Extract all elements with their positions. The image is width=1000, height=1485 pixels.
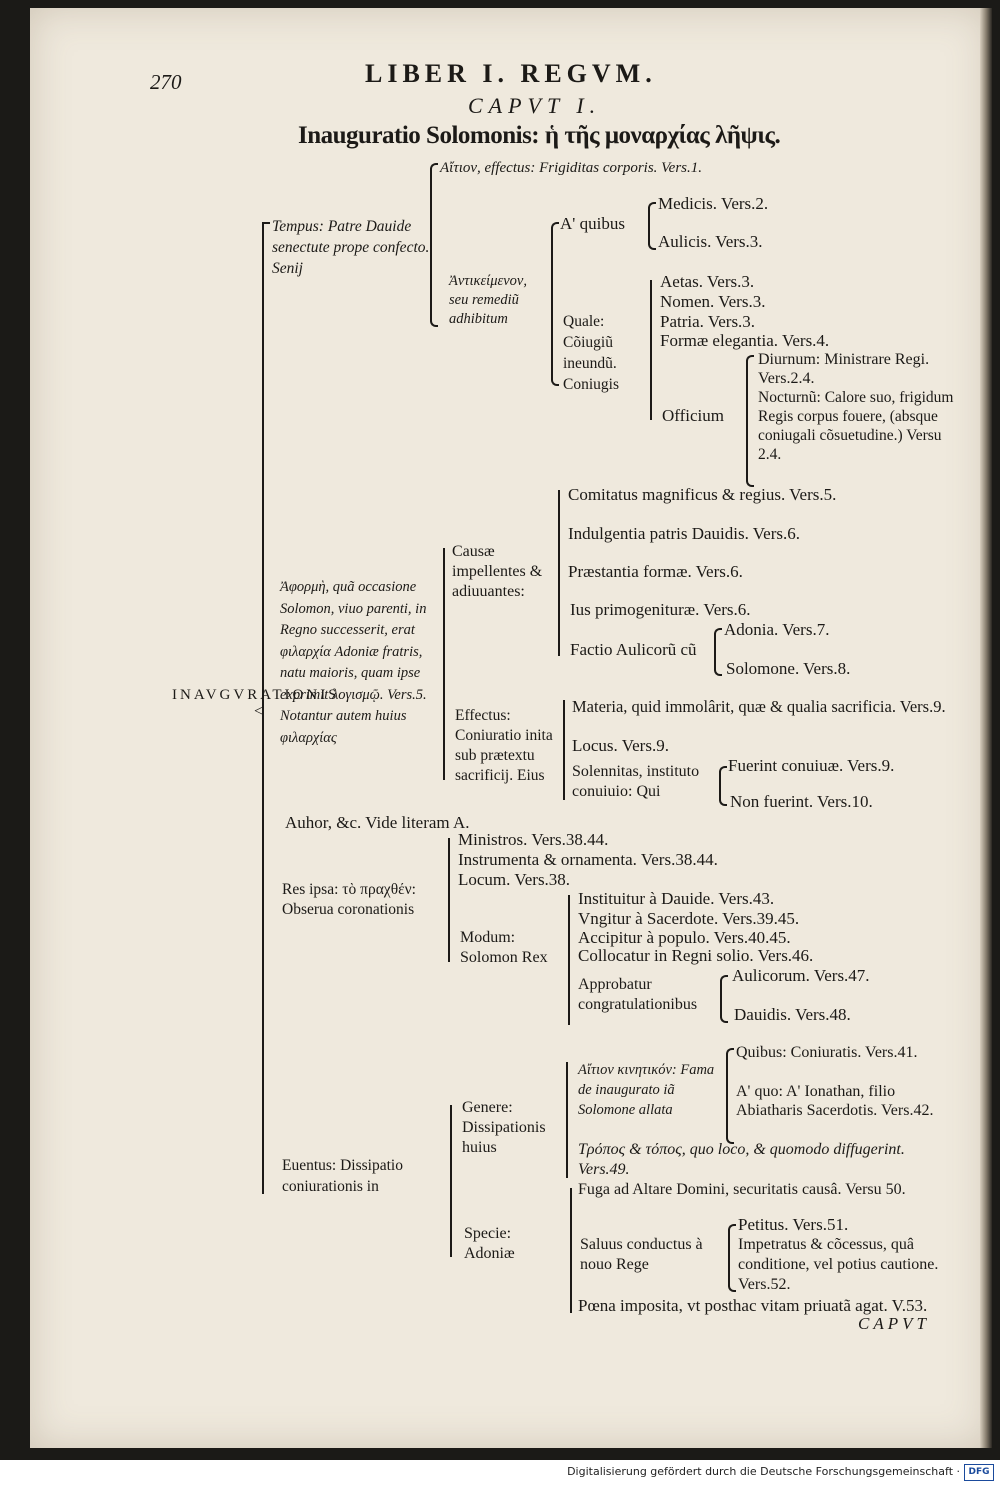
euentus-label: Euentus: Dissipatio coniurationis in: [282, 1157, 403, 1195]
collocatur-item: Collocatur in Regni solio. Vers.46.: [578, 946, 814, 965]
solomone-item: Solomone. Vers.8.: [726, 659, 851, 678]
tempus-connector: [262, 222, 270, 224]
patria-item: Patria. Vers.3.: [660, 312, 756, 331]
formae-item: Formæ elegantia. Vers.4.: [660, 331, 830, 350]
dfg-logo-icon: DFG: [964, 1464, 994, 1481]
res-ipsa-brace: [448, 838, 450, 962]
ius-item: Ius primogenituræ. Vers.6.: [570, 600, 751, 619]
page-edge: [980, 8, 992, 1448]
saluus-brace: [728, 1224, 736, 1292]
root-brace: [262, 222, 264, 1194]
solennitas-item: Solennitas, instituto conuiuio: Qui: [572, 763, 700, 800]
page-number: 270: [150, 70, 182, 94]
aphorme-label: Ἀφορμὴ, quã occasione Solomon, viuo pare…: [280, 579, 427, 746]
approbatur-brace: [720, 975, 728, 1023]
indulgentia-item: Indulgentia patris Dauidis. Vers.6.: [568, 524, 800, 543]
modum-label: Modum: Solomon Rex: [460, 929, 548, 966]
digitization-credit: Digitalisierung gefördert durch die Deut…: [567, 1465, 960, 1478]
genere-label: Genere: Dissipationis huius: [462, 1099, 546, 1156]
petitus-item: Petitus. Vers.51.: [738, 1215, 849, 1234]
genere-brace: [566, 1062, 568, 1178]
a-quibus-brace: [648, 202, 656, 250]
locum-item: Locum. Vers.38.: [458, 870, 571, 889]
poena-item: Pœna imposita, vt posthac vitam priuatã …: [578, 1296, 928, 1315]
officium-brace: [746, 355, 754, 487]
aphorme-brace: [443, 548, 445, 780]
causae-brace: [558, 490, 560, 656]
accipitur-item: Accipitur à populo. Vers.40.45.: [578, 928, 791, 947]
aulicorum-item: Aulicorum. Vers.47.: [732, 966, 870, 985]
a-quo-item: A' quo: A' Ionathan, filio Abiatharis Sa…: [736, 1083, 934, 1119]
running-title: LIBER I. REGVM.: [365, 59, 657, 88]
tropos-item: Τρόπος & τόπος, quo loco, & quomodo diff…: [578, 1141, 905, 1178]
materia-item: Materia, quid immolârit, quæ & qualia sa…: [572, 697, 946, 716]
tempus-brace: [430, 163, 438, 327]
modum-brace: [568, 895, 570, 1025]
remedium-brace: [551, 222, 559, 386]
specie-brace: [570, 1188, 572, 1313]
causae-label: Causæ impellentes & adiuuantes:: [452, 543, 543, 600]
diurnum-item: Diurnum: Ministrare Regi. Vers.2.4.: [758, 351, 930, 387]
fuerint-item: Fuerint conuiuæ. Vers.9.: [728, 756, 895, 775]
chapter-title: CAPVT I.: [468, 93, 602, 118]
root-label: INAVGVRATIONIS: [172, 687, 340, 703]
aulicis-item: Aulicis. Vers.3.: [658, 232, 763, 251]
medicis-item: Medicis. Vers.2.: [658, 194, 769, 213]
catchword: CAPVT: [858, 1314, 930, 1333]
aition-kinetikon: Αἴτιον κινητικόν: Fama de inaugurato iã …: [578, 1062, 715, 1118]
adonia-item: Adonia. Vers.7.: [724, 620, 830, 639]
book-page: [30, 8, 988, 1448]
quale-label: Quale: Cõiugiũ ineundũ. Coniugis: [563, 313, 619, 393]
factio-brace: [714, 628, 722, 676]
solennitas-brace: [719, 766, 727, 806]
factio-item: Factio Aulicorũ cũ: [570, 640, 697, 659]
instrumenta-item: Instrumenta & ornamenta. Vers.38.44.: [458, 850, 718, 869]
dauidis-item: Dauidis. Vers.48.: [734, 1005, 851, 1024]
res-ipsa-label: Res ipsa: τὸ πραχθέν: Obserua coronation…: [282, 881, 416, 918]
aition-kinetikon-brace: [726, 1048, 734, 1144]
page-heading: Inauguratio Solomonis: ἡ τῆς μοναρχίας λ…: [298, 122, 781, 149]
effectus-label: Effectus: Coniuratio inita sub prætextu …: [455, 707, 553, 784]
effectus-brace: [563, 700, 565, 800]
specie-label: Specie: Adoniæ: [464, 1225, 515, 1262]
quibus-item: Quibus: Coniuratis. Vers.41.: [736, 1044, 918, 1061]
a-quibus-label: A' quibus: [560, 214, 625, 233]
non-fuerint-item: Non fuerint. Vers.10.: [730, 792, 873, 811]
tempus-antikeimenon: Ἀντικείμενον, seu remediũ adhibitum: [449, 273, 527, 327]
digitization-footer: Digitalisierung gefördert durch die Deut…: [0, 1460, 1000, 1485]
auhor-line: Auhor, &c. Vide literam A.: [285, 813, 470, 832]
ministros-item: Ministros. Vers.38.44.: [458, 830, 609, 849]
quale-brace: [650, 280, 652, 420]
locus-item: Locus. Vers.9.: [572, 736, 669, 755]
nocturnum-item: Nocturnũ: Calore suo, frigidum Regis cor…: [758, 389, 954, 463]
approbatur-item: Approbatur congratulationibus: [578, 976, 698, 1013]
nomen-item: Nomen. Vers.3.: [660, 292, 766, 311]
impetratus-item: Impetratus & cõcessus, quâ conditione, v…: [738, 1236, 939, 1293]
tempus-label: Tempus: Patre Dauide senectute prope con…: [272, 218, 430, 277]
fuga-item: Fuga ad Altare Domini, securitatis causâ…: [578, 1181, 906, 1198]
officium-label: Officium: [662, 406, 725, 425]
aetas-item: Aetas. Vers.3.: [660, 272, 755, 291]
euentus-brace: [450, 1105, 452, 1257]
tempus-aition: Αἴτιον, effectus: Frigiditas corporis. V…: [440, 160, 703, 176]
instituitur-item: Instituitur à Dauide. Vers.43.: [578, 889, 775, 908]
praestantia-item: Præstantia formæ. Vers.6.: [568, 562, 743, 581]
root-brace-point: <: [254, 703, 264, 720]
comitatus-item: Comitatus magnificus & regius. Vers.5.: [568, 485, 837, 504]
vngitur-item: Vngitur à Sacerdote. Vers.39.45.: [578, 909, 800, 928]
saluus-item: Saluus conductus à nouo Rege: [580, 1236, 703, 1273]
